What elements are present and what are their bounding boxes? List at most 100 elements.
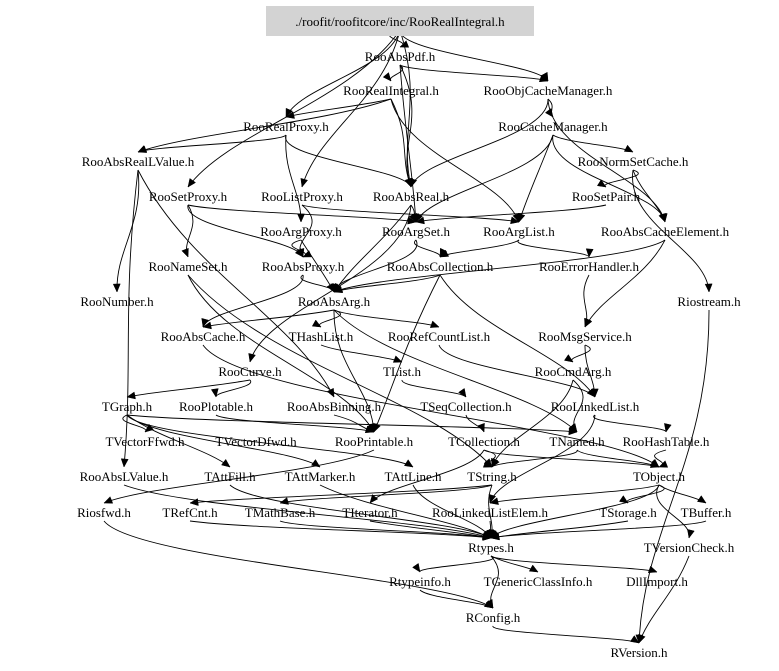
node-rooabslvalue[interactable]: RooAbsLValue.h [80,469,169,484]
node-tstorage[interactable]: TStorage.h [599,505,657,520]
node-rtypeinfo[interactable]: Rtypeinfo.h [389,574,451,589]
node-roomsgservice[interactable]: RooMsgService.h [538,329,632,344]
node-tattline[interactable]: TAttLine.h [384,469,442,484]
node-tbuffer[interactable]: TBuffer.h [681,505,732,520]
node-roolistproxy[interactable]: RooListProxy.h [261,189,343,204]
arrowhead-icon [364,425,375,433]
node-roosetproxy[interactable]: RooSetProxy.h [149,189,228,204]
node-tattmarker[interactable]: TAttMarker.h [285,469,356,484]
node-roosetpair[interactable]: RooSetPair.h [572,189,641,204]
edge-tmathbase-to-rtypes [279,520,492,539]
edge-roocurve-to-tgraph [126,379,251,398]
node-rooabscollection[interactable]: RooAbsCollection.h [387,259,494,274]
arrowhead-icon [408,212,417,223]
node-tgraph[interactable]: TGraph.h [102,399,153,414]
node-tmathbase[interactable]: TMathBase.h [245,505,316,520]
node-tobject[interactable]: TObject.h [633,469,686,484]
nodes-layer: ./roofit/roofitcore/inc/RooRealIntegral.… [77,6,741,660]
node-tattfill[interactable]: TAttFill.h [204,469,256,484]
edge-rooabsarg-to-rooprintable [333,309,375,433]
node-rconfig[interactable]: RConfig.h [466,610,521,625]
node-tnamed[interactable]: TNamed.h [549,434,605,449]
arrowhead-icon [210,388,219,398]
node-rooplotable[interactable]: RooPlotable.h [179,399,254,414]
edge-rooabsreallvalue-to-rooabsbinning [137,169,335,398]
node-tstring[interactable]: TString.h [467,469,517,484]
edge-roosetpair-to-rooargset [415,204,607,223]
node-rooabsbinning[interactable]: RooAbsBinning.h [287,399,382,414]
edge-rooarglist-to-rooabscollection [439,239,520,258]
node-rooabsreallvalue[interactable]: RooAbsRealLValue.h [82,154,195,169]
node-roocmdarg[interactable]: RooCmdArg.h [535,364,612,379]
node-rtypes[interactable]: Rtypes.h [468,540,514,555]
edge-roolinkedlist-to-roohashtable [593,414,667,433]
node-roolinkedlistelem[interactable]: RooLinkedListElem.h [432,505,548,520]
node-roohashtable[interactable]: RooHashTable.h [623,434,710,449]
node-titerator[interactable]: TIterator.h [342,505,398,520]
node-tcollection[interactable]: TCollection.h [448,434,520,449]
node-rooargproxy[interactable]: RooArgProxy.h [260,224,342,239]
node-tvectorffwd[interactable]: TVectorFfwd.h [105,434,185,449]
node-tvectordfwd[interactable]: TVectorDfwd.h [215,434,297,449]
root-node[interactable]: ./roofit/roofitcore/inc/RooRealIntegral.… [266,6,534,36]
root-node-label[interactable]: ./roofit/roofitcore/inc/RooRealIntegral.… [295,14,505,29]
edge-tgraph-to-tnamed [126,414,578,433]
node-rooobjcachemanager[interactable]: RooObjCacheManager.h [484,83,613,98]
edge-rtypeinfo-to-rconfig [419,589,494,609]
edge-roorealintegral-to-rooabsreallvalue [137,98,392,153]
node-roonumber[interactable]: RooNumber.h [80,294,154,309]
node-tgenericclassinfo[interactable]: TGenericClassInfo.h [484,574,593,589]
node-rooabsarg[interactable]: RooAbsArg.h [298,294,371,309]
node-trefcnt[interactable]: TRefCnt.h [162,505,218,520]
edge-rooabscollection-to-rooabsarg [333,274,441,293]
arrowhead-icon [696,495,707,504]
node-roorealintegral[interactable]: RooRealIntegral.h [343,83,439,98]
node-rooabsreal[interactable]: RooAbsReal.h [373,189,450,204]
node-roocachemanager[interactable]: RooCacheManager.h [498,119,608,134]
node-rooerrorhandler[interactable]: RooErrorHandler.h [539,259,640,274]
node-rooprintable[interactable]: RooPrintable.h [335,434,414,449]
edge-rooplotable-to-rooprintable [215,414,375,433]
node-rooarglist[interactable]: RooArgList.h [483,224,555,239]
arrowhead-icon [458,388,467,398]
node-roonameset[interactable]: RooNameSet.h [148,259,228,274]
node-rooabsproxy[interactable]: RooAbsProxy.h [262,259,345,274]
node-riosfwd[interactable]: Riosfwd.h [77,505,131,520]
node-rooabscacheelement[interactable]: RooAbsCacheElement.h [601,224,730,239]
node-roorealproxy[interactable]: RooRealProxy.h [243,119,329,134]
root-node-box [266,6,534,36]
node-roonormsetcache[interactable]: RooNormSetCache.h [578,154,689,169]
node-roorefcountlist[interactable]: RooRefCountList.h [388,329,491,344]
node-tversioncheck[interactable]: TVersionCheck.h [644,540,735,555]
node-thashlist[interactable]: THashList.h [289,329,354,344]
edge-rconfig-to-rversion [492,625,640,644]
edge-rooabsreallvalue-to-rooabslvalue [123,169,139,468]
node-rooargset[interactable]: RooArgSet.h [382,224,451,239]
node-roolinkedlist[interactable]: RooLinkedList.h [551,399,640,414]
arrowhead-icon [584,317,592,328]
arrowhead-icon [517,212,526,223]
node-rooabspdf[interactable]: RooAbsPdf.h [365,49,436,64]
node-rooabscache[interactable]: RooAbsCache.h [161,329,246,344]
edge-roocmdarg-to-tstring [491,379,574,468]
arrowhead-icon [415,216,425,225]
node-tlist[interactable]: TList.h [383,364,421,379]
arrowhead-icon [439,249,450,258]
node-rversion[interactable]: RVersion.h [610,645,668,660]
edge-tcollection-to-titerator [369,449,485,504]
edge-tcollection-to-tobject [483,449,660,468]
edge-roorealproxy-to-rooabsreal [285,134,412,188]
edge-titerator-to-rtypes [369,520,492,539]
arrowhead-icon [629,635,640,644]
node-tseqcollection[interactable]: TSeqCollection.h [420,399,512,414]
edge-rooargset-to-rooabscollection [414,239,441,258]
node-riostream[interactable]: Riostream.h [677,294,741,309]
arrowhead-icon [482,532,492,541]
edge-roocachemanager-to-rooargset [415,134,554,223]
edge-roonameset-to-tstring [187,274,493,468]
edge-rooabscollection-to-rooprintable [373,274,441,433]
edge-roorealintegral-to-roorealproxy [285,98,392,118]
node-roocurve[interactable]: RooCurve.h [218,364,282,379]
node-dllimport[interactable]: DllImport.h [626,574,688,589]
edge-root-to-roorealproxy [285,29,401,118]
